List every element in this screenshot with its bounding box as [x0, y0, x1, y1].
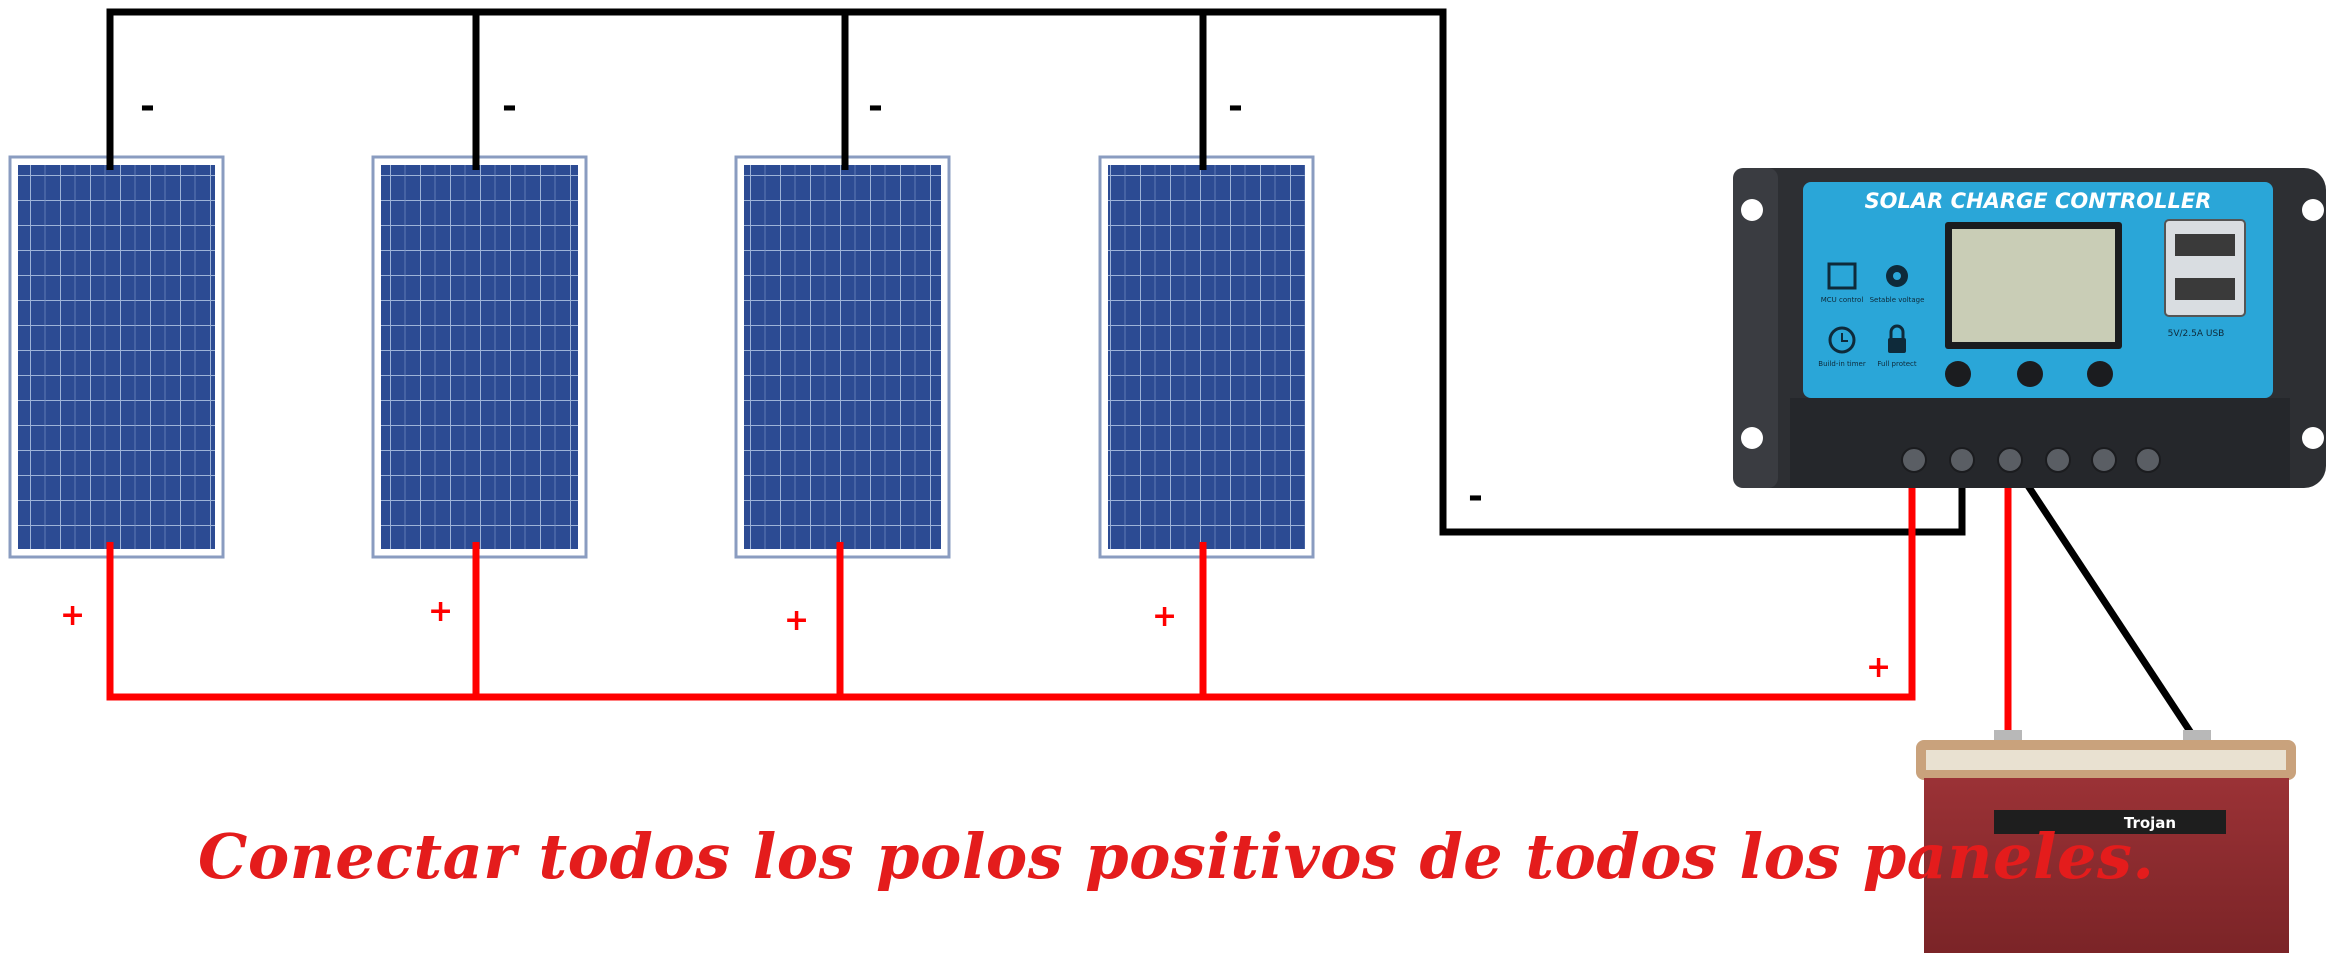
battery-brand: Trojan: [2124, 814, 2176, 832]
lcd-screen: [1952, 229, 2115, 342]
usb-label: 5V/2.5A USB: [2168, 329, 2225, 339]
panel-1-negative-label: -: [140, 86, 155, 127]
clock-icon: [1828, 326, 1856, 354]
solar-panel-3: [734, 155, 951, 559]
solar-panel-2: [371, 155, 588, 559]
panel-4-positive-label: +: [1152, 599, 1177, 634]
charge-controller: SOLAR CHARGE CONTROLLER MCU control Seta…: [1733, 168, 2326, 488]
panel-2-positive-label: +: [428, 594, 453, 629]
controller-positive-label: +: [1866, 650, 1891, 685]
controller-negative-label: -: [1468, 476, 1483, 517]
positive-wiring: [106, 460, 2012, 742]
controller-button-1: [1945, 361, 1971, 387]
lock-icon: [1888, 324, 1906, 353]
battery-label-plate: [1994, 810, 2226, 834]
solar-panel-4: [1098, 155, 1315, 559]
icon-label-1: MCU control: [1821, 296, 1864, 304]
caption: Conectar todos los polos positivos de to…: [198, 820, 2155, 893]
icon-label-4: Full protect: [1877, 360, 1917, 368]
gear-icon: [1886, 265, 1908, 287]
panel-2-negative-label: -: [502, 86, 517, 127]
panel-1-positive-label: +: [60, 598, 85, 633]
icon-label-2: Setable voltage: [1870, 296, 1925, 304]
panel-3-negative-label: -: [868, 86, 883, 127]
negative-wiring: [106, 8, 2200, 744]
chip-icon: [1827, 262, 1857, 290]
controller-title: SOLAR CHARGE CONTROLLER: [1865, 189, 2212, 213]
panel-3-positive-label: +: [784, 603, 809, 638]
icon-label-3: Build-in timer: [1818, 360, 1866, 368]
controller-button-3: [2087, 361, 2113, 387]
battery: Trojan: [1916, 730, 2296, 953]
controller-button-2: [2017, 361, 2043, 387]
solar-panel-1: [8, 155, 225, 559]
controller-terminals: [1901, 447, 2161, 473]
panel-4-negative-label: -: [1228, 86, 1243, 127]
